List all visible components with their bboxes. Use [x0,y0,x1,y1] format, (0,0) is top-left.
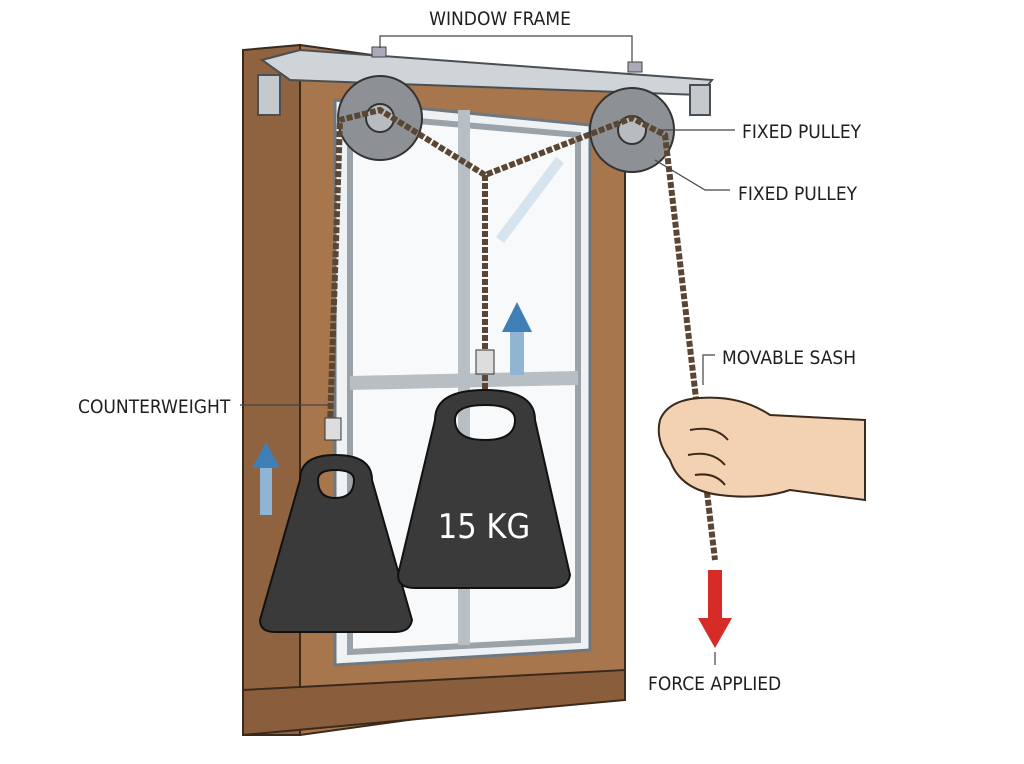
label-fixed-pulley-2: FIXED PULLEY [738,183,858,205]
up-arrow-left-icon [252,442,280,515]
weight-15kg: 15 KG [396,349,572,589]
leader-lines [240,35,735,665]
window-frame-bar [257,46,714,116]
up-arrow-center-icon [502,302,532,375]
label-fixed-pulley-1: FIXED PULLEY [742,121,862,143]
label-counterweight: COUNTERWEIGHT [78,396,231,418]
label-window-frame: WINDOW FRAME [429,8,571,30]
label-movable-sash: MOVABLE SASH [722,347,856,369]
label-force-applied: FORCE APPLIED [648,673,781,695]
weight-label: 15 KG [438,507,530,547]
counterweight-left [258,417,414,633]
force-arrow-icon [698,570,732,648]
hand [657,396,866,502]
